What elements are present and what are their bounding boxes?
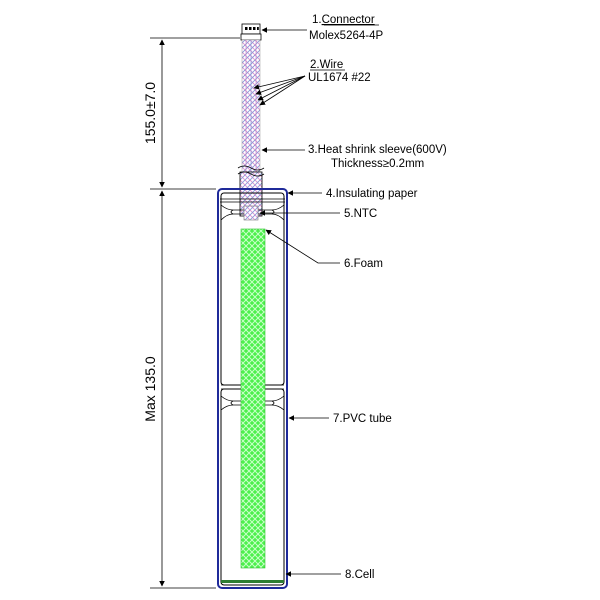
- callout-connector-detail: Molex5264-4P: [309, 30, 383, 42]
- svg-text:5.NTC: 5.NTC: [344, 208, 377, 220]
- dimension-body-length-text: Max 135.0: [142, 356, 158, 422]
- svg-text:4.Insulating paper: 4.Insulating paper: [326, 188, 418, 200]
- svg-text:8.Cell: 8.Cell: [345, 569, 374, 581]
- callout-wire: 2.Wire UL1674 #22: [308, 59, 371, 84]
- ntc-sensor: [243, 205, 259, 221]
- callout-insulating-paper-number: 4.: [326, 188, 336, 200]
- callout-cell-number: 8.: [345, 569, 355, 581]
- wire-bundle: [241, 39, 261, 173]
- cell-base: [221, 580, 284, 583]
- callout-ntc-number: 5.: [344, 208, 354, 220]
- callout-ntc: 5.NTC: [344, 208, 377, 220]
- callout-connector-title: Connector: [322, 14, 375, 26]
- callout-wire-detail: UL1674 #22: [308, 72, 371, 84]
- callout-foam-number: 6.: [344, 258, 354, 270]
- callout-cell: 8.Cell: [345, 569, 374, 581]
- foam-strip: [240, 228, 266, 569]
- callout-connector: 1.Connector Molex5264-4P: [309, 14, 383, 42]
- svg-text:6.Foam: 6.Foam: [344, 258, 383, 270]
- callout-ntc-title: NTC: [354, 208, 378, 220]
- callout-insulating-paper-title: Insulating paper: [336, 188, 418, 200]
- callout-pvc-tube-number: 7.: [333, 413, 343, 425]
- svg-text:3.Heat shrink sleeve(600V): 3.Heat shrink sleeve(600V): [308, 144, 447, 156]
- callout-connector-number: 1.: [312, 14, 322, 26]
- callout-pvc-tube-title: PVC tube: [343, 413, 392, 425]
- dimension-body-length: Max 135.0: [142, 190, 216, 589]
- callout-foam: 6.Foam: [344, 258, 383, 270]
- callout-pvc-tube: 7.PVC tube: [333, 413, 392, 425]
- callout-heat-shrink-number: 3.: [308, 144, 318, 156]
- svg-text:1.Connector: 1.Connector: [312, 14, 375, 26]
- callout-cell-title: Cell: [355, 569, 375, 581]
- callout-foam-title: Foam: [354, 258, 383, 270]
- callout-heat-shrink-detail: Thickness≥0.2mm: [331, 158, 424, 170]
- leader-lines: [253, 27, 341, 577]
- pvc-tube: [217, 188, 288, 589]
- heat-shrink-sleeve: [237, 165, 265, 217]
- svg-text:7.PVC tube: 7.PVC tube: [333, 413, 392, 425]
- callout-heat-shrink: 3.Heat shrink sleeve(600V) Thickness≥0.2…: [308, 144, 447, 170]
- callout-wire-title: Wire: [320, 59, 344, 71]
- insulating-paper: [220, 198, 285, 203]
- svg-text:2.Wire: 2.Wire: [310, 59, 343, 71]
- dimension-lead-length: 155.0±7.0: [142, 37, 240, 190]
- dimension-lead-length-text: 155.0±7.0: [142, 82, 158, 144]
- callout-insulating-paper: 4.Insulating paper: [326, 188, 418, 200]
- connector: [240, 23, 262, 41]
- callout-wire-number: 2.: [310, 59, 320, 71]
- callout-heat-shrink-title: Heat shrink sleeve(600V): [318, 144, 447, 156]
